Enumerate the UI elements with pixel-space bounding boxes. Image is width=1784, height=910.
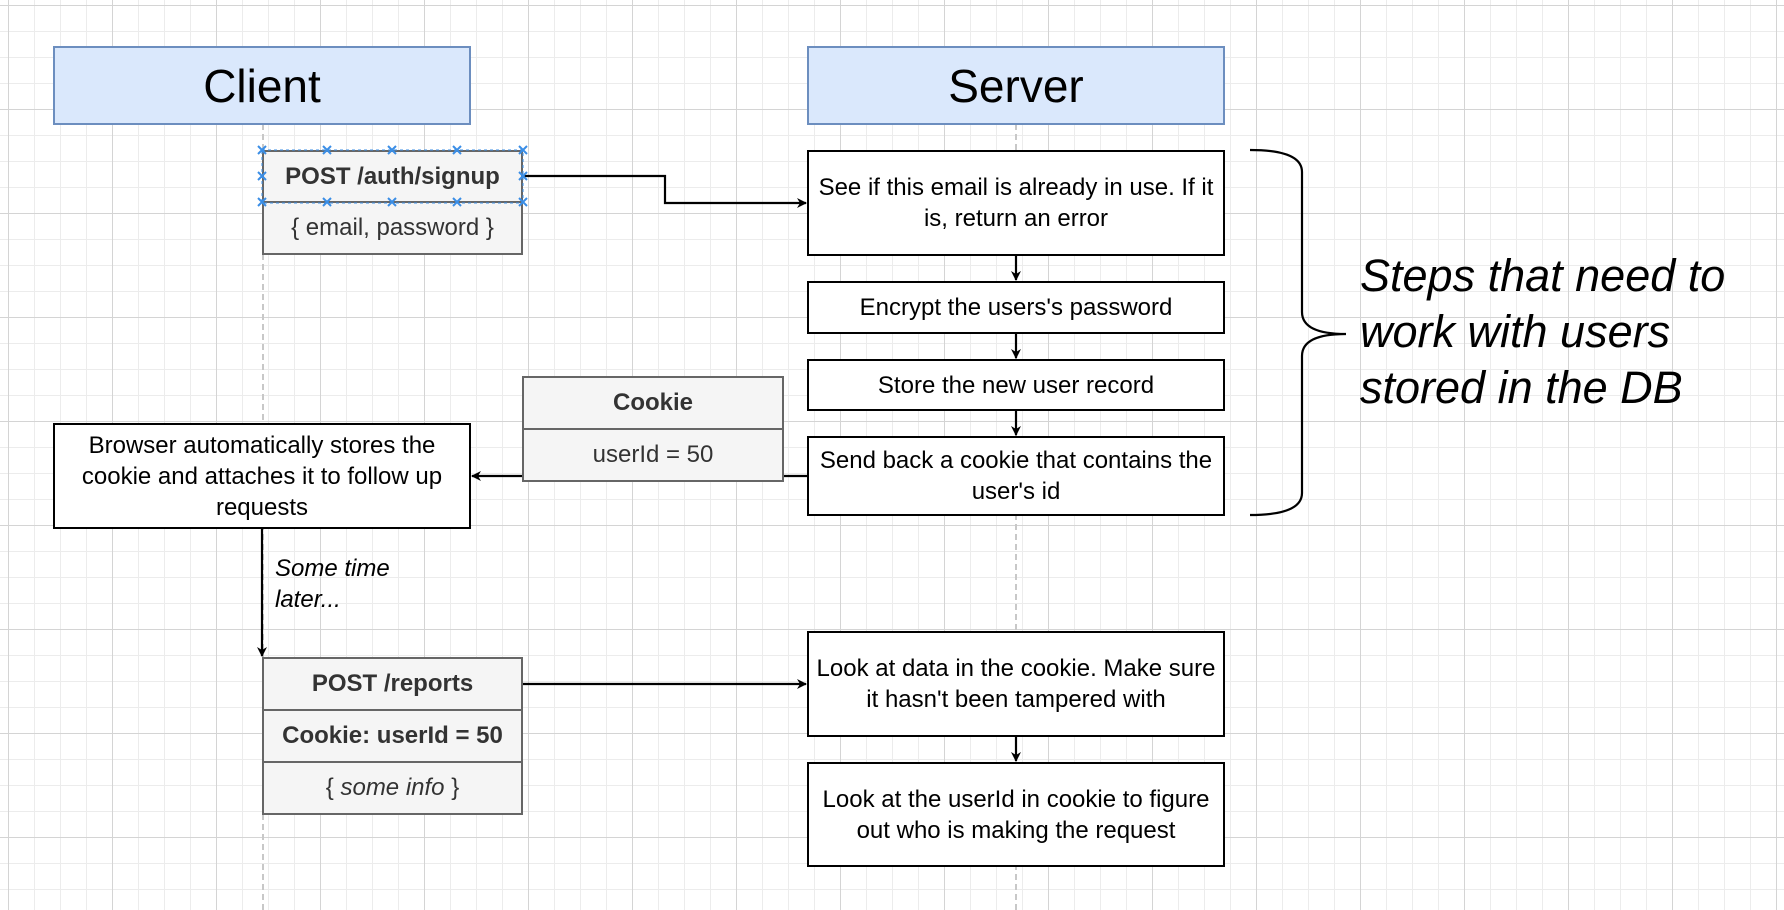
selection-handles [257, 145, 528, 207]
server-step-check-email[interactable]: See if this email is already in use. If … [807, 150, 1225, 256]
signup-request-title[interactable]: POST /auth/signup [262, 150, 523, 203]
cookie-value[interactable]: userId = 50 [522, 428, 784, 482]
server-lifeline [1015, 124, 1017, 910]
brace-annotation[interactable]: Steps that need to work with users store… [1360, 250, 1726, 413]
curly-brace [1249, 148, 1347, 517]
server-step-send-cookie[interactable]: Send back a cookie that contains the use… [807, 436, 1225, 516]
server-step-store-user[interactable]: Store the new user record [807, 359, 1225, 411]
signup-request-body[interactable]: { email, password } [262, 201, 523, 255]
reports-step-verify-cookie[interactable]: Look at data in the cookie. Make sure it… [807, 631, 1225, 737]
reports-request-body[interactable]: { some info } [262, 761, 523, 815]
reports-step-identify-user[interactable]: Look at the userId in cookie to figure o… [807, 762, 1225, 867]
time-later-note[interactable]: Some time later... [275, 555, 390, 613]
server-header[interactable]: Server [807, 46, 1225, 125]
reports-request-cookie[interactable]: Cookie: userId = 50 [262, 709, 523, 763]
signup-to-server-arrow [523, 174, 807, 208]
client-header-label: Client [203, 59, 321, 112]
cookie-title[interactable]: Cookie [522, 376, 784, 430]
server-header-label: Server [948, 59, 1084, 112]
server-step-encrypt-password[interactable]: Encrypt the users's password [807, 281, 1225, 334]
client-header[interactable]: Client [53, 46, 471, 125]
